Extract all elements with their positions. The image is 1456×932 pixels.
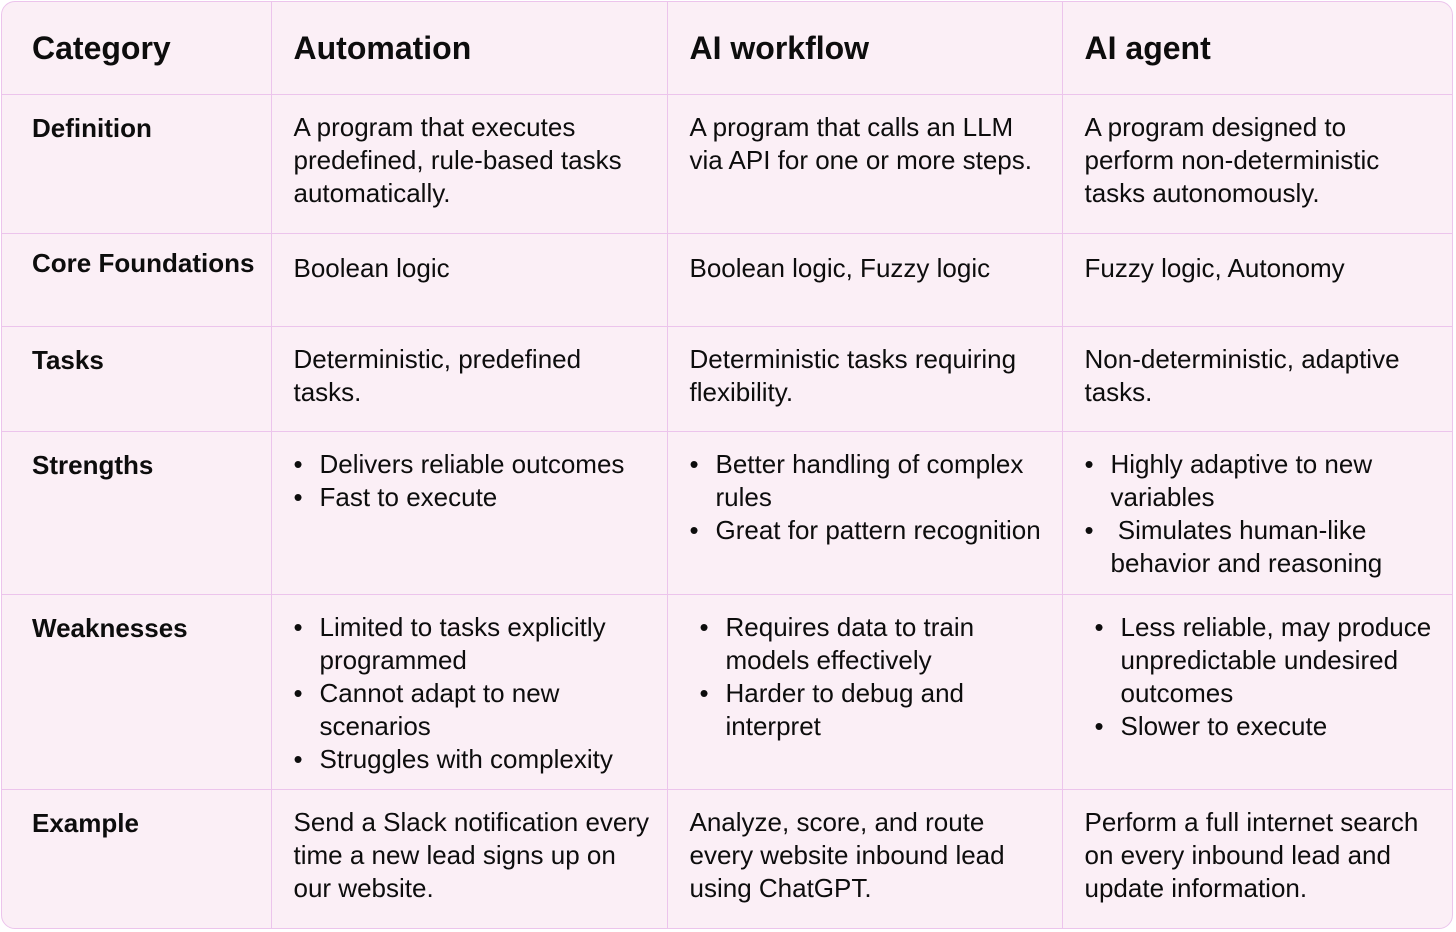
list-item: Highly adaptive to new variables [1085, 448, 1441, 514]
cell-weaknesses-automation: Limited to tasks explicitly programmed C… [270, 593, 668, 790]
list-item: Fast to execute [294, 481, 653, 514]
list-item: Limited to tasks explicitly programmed [294, 611, 653, 677]
cell-weaknesses-ai-agent: Less reliable, may produce unpredictable… [1061, 593, 1452, 790]
header-category: Category [2, 2, 272, 95]
cell-strengths-automation: Delivers reliable outcomes Fast to execu… [270, 430, 668, 595]
header-automation: Automation [270, 2, 668, 95]
list-item: Simulates human-like behavior and reason… [1085, 514, 1441, 580]
cell-weaknesses-ai-workflow: Requires data to train models effectivel… [666, 593, 1063, 790]
bullet-list: Highly adaptive to new variables Simulat… [1085, 448, 1441, 580]
list-item: Slower to execute [1095, 710, 1441, 743]
row-example: Example Send a Slack notification every … [2, 788, 1452, 928]
cell-definition-automation: A program that executes predefined, rule… [270, 93, 668, 234]
row-tasks: Tasks Deterministic, predefined tasks. D… [2, 325, 1452, 432]
cell-tasks-ai-agent: Non-deterministic, adaptive tasks. [1061, 325, 1452, 432]
cell-example-automation: Send a Slack notification every time a n… [270, 788, 668, 928]
cell-example-ai-workflow: Analyze, score, and route every website … [666, 788, 1063, 928]
list-item: Cannot adapt to new scenarios [294, 677, 653, 743]
bullet-list: Delivers reliable outcomes Fast to execu… [294, 448, 653, 514]
cell-tasks-ai-workflow: Deterministic tasks requiring flexibilit… [666, 325, 1063, 432]
cell-definition-ai-workflow: A program that calls an LLM via API for … [666, 93, 1063, 234]
cell-core-ai-agent: Fuzzy logic, Autonomy [1061, 232, 1452, 327]
cell-definition-ai-agent: A program designed to perform non-determ… [1061, 93, 1452, 234]
header-ai-workflow: AI workflow [666, 2, 1063, 95]
row-core-foundations: Core Foundations Boolean logic Boolean l… [2, 232, 1452, 327]
row-label-example: Example [2, 788, 272, 928]
list-item: Harder to debug and interpret [700, 677, 1048, 743]
header-row: Category Automation AI workflow AI agent [2, 2, 1452, 95]
cell-core-ai-workflow: Boolean logic, Fuzzy logic [666, 232, 1063, 327]
row-weaknesses: Weaknesses Limited to tasks explicitly p… [2, 593, 1452, 790]
row-label-definition: Definition [2, 93, 272, 234]
bullet-list: Better handling of complex rules Great f… [690, 448, 1048, 547]
bullet-list: Less reliable, may produce unpredictable… [1095, 611, 1441, 743]
header-ai-agent: AI agent [1061, 2, 1452, 95]
list-item: Better handling of complex rules [690, 448, 1048, 514]
list-item: Requires data to train models effectivel… [700, 611, 1048, 677]
row-label-strengths: Strengths [2, 430, 272, 595]
row-label-core-foundations: Core Foundations [2, 232, 272, 327]
cell-example-ai-agent: Perform a full internet search on every … [1061, 788, 1452, 928]
list-item: Great for pattern recognition [690, 514, 1048, 547]
row-label-weaknesses: Weaknesses [2, 593, 272, 790]
row-definition: Definition A program that executes prede… [2, 93, 1452, 234]
row-label-tasks: Tasks [2, 325, 272, 432]
cell-tasks-automation: Deterministic, predefined tasks. [270, 325, 668, 432]
list-item: Delivers reliable outcomes [294, 448, 653, 481]
list-item: Less reliable, may produce unpredictable… [1095, 611, 1441, 710]
bullet-list: Limited to tasks explicitly programmed C… [294, 611, 653, 776]
row-strengths: Strengths Delivers reliable outcomes Fas… [2, 430, 1452, 595]
bullet-list: Requires data to train models effectivel… [700, 611, 1048, 743]
cell-strengths-ai-workflow: Better handling of complex rules Great f… [666, 430, 1063, 595]
cell-core-automation: Boolean logic [270, 232, 668, 327]
list-item: Struggles with complexity [294, 743, 653, 776]
cell-strengths-ai-agent: Highly adaptive to new variables Simulat… [1061, 430, 1452, 595]
